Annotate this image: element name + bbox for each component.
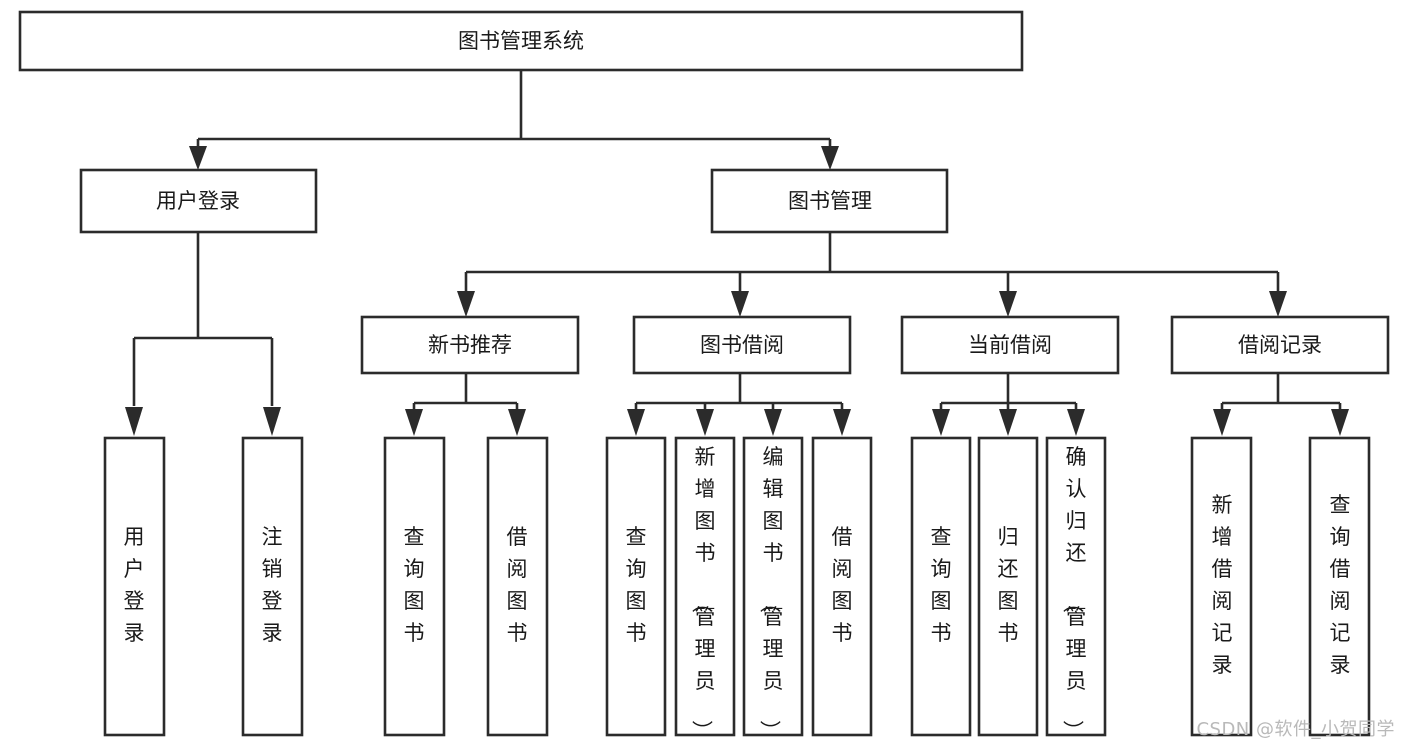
node-user-login-box[interactable] [79, 168, 318, 234]
arrow-head-book-borrow [731, 291, 749, 317]
leaf-borrow-add-book-box[interactable] [674, 436, 736, 737]
arrow-head-borrow-leaf-1 [627, 409, 645, 436]
leaf-borrow-query-book[interactable]: 查询图书 [605, 436, 667, 737]
node-new-book-recommend-box[interactable] [360, 315, 580, 375]
node-borrow-record-box[interactable] [1170, 315, 1390, 375]
csdn-watermark: CSDN @软件_小贺同学 [1196, 719, 1395, 740]
arrow-head-record-leaf-1 [1213, 409, 1231, 436]
leaf-logout-label: 注销登录 [262, 525, 283, 645]
node-user-login-label: 用户登录 [156, 189, 240, 213]
node-new-book-recommend[interactable]: 新书推荐 [360, 315, 580, 375]
leaf-record-query-record-label: 查询借阅记录 [1330, 493, 1351, 677]
arrow-head-borrow-leaf-2 [696, 409, 714, 436]
arrow-head-borrow-record [1269, 291, 1287, 317]
leaf-recommend-query-book-label: 查询图书 [404, 525, 425, 645]
leaf-current-confirm-return-label: 确认归还（管理员） [1061, 445, 1087, 741]
node-book-management-box[interactable] [710, 168, 949, 234]
leaf-current-query-book-box[interactable] [910, 436, 972, 737]
leaf-logout-box[interactable] [241, 436, 304, 737]
leaf-record-add-record-label: 新增借阅记录 [1212, 493, 1233, 677]
leaf-user-login-box[interactable] [103, 436, 166, 737]
leaf-current-confirm-return-box[interactable] [1045, 436, 1107, 737]
leaf-current-confirm-return[interactable]: 确认归还（管理员） [1045, 436, 1107, 741]
leaf-borrow-borrow-book-label: 借阅图书 [832, 525, 853, 645]
leaf-record-add-record-box[interactable] [1190, 436, 1253, 737]
leaf-recommend-borrow-book[interactable]: 借阅图书 [486, 436, 549, 737]
leaf-borrow-borrow-book-box[interactable] [811, 436, 873, 737]
leaf-borrow-query-book-box[interactable] [605, 436, 667, 737]
leaf-current-query-book[interactable]: 查询图书 [910, 436, 972, 737]
arrow-head-current-leaf-2 [999, 409, 1017, 436]
node-new-book-recommend-label: 新书推荐 [428, 333, 512, 357]
arrow-head-borrow-leaf-4 [833, 409, 851, 436]
leaf-borrow-add-book[interactable]: 新增图书（管理员） [674, 436, 736, 741]
leaf-borrow-add-book-label: 新增图书（管理员） [690, 445, 716, 741]
leaf-current-return-book-label: 归还图书 [998, 525, 1019, 645]
leaf-borrow-edit-book[interactable]: 编辑图书（管理员） [742, 436, 804, 741]
node-root-box[interactable] [18, 10, 1024, 72]
leaf-borrow-edit-book-box[interactable] [742, 436, 804, 737]
leaf-user-login-label: 用户登录 [124, 525, 145, 645]
leaf-current-return-book[interactable]: 归还图书 [977, 436, 1039, 737]
leaf-recommend-query-book-box[interactable] [383, 436, 446, 737]
leaf-user-login[interactable]: 用户登录 [103, 436, 166, 737]
arrow-head-book-mgmt [821, 146, 839, 170]
leaf-recommend-query-book[interactable]: 查询图书 [383, 436, 446, 737]
node-book-management-label: 图书管理 [788, 189, 872, 213]
leaf-recommend-borrow-book-box[interactable] [486, 436, 549, 737]
arrow-head-user-login [189, 146, 207, 170]
arrow-head-recommend-leaf-1 [405, 409, 423, 436]
node-current-borrow-box[interactable] [900, 315, 1120, 375]
node-book-borrow-box[interactable] [632, 315, 852, 375]
connector-layer [125, 70, 1349, 436]
leaf-record-query-record-box[interactable] [1308, 436, 1371, 737]
arrow-head-current-leaf-1 [932, 409, 950, 436]
node-root[interactable]: 图书管理系统 [18, 10, 1024, 72]
arrow-head-new-book-recommend [457, 291, 475, 317]
arrow-head-current-borrow [999, 291, 1017, 317]
node-borrow-record-label: 借阅记录 [1238, 333, 1322, 357]
leaf-current-query-book-label: 查询图书 [931, 525, 952, 645]
arrow-head-recommend-leaf-2 [508, 409, 526, 436]
node-user-login[interactable]: 用户登录 [79, 168, 318, 234]
node-borrow-record[interactable]: 借阅记录 [1170, 315, 1390, 375]
leaf-recommend-borrow-book-label: 借阅图书 [507, 525, 528, 645]
arrow-head-leaf-user-login [125, 407, 143, 436]
arrow-head-record-leaf-2 [1331, 409, 1349, 436]
leaf-borrow-query-book-label: 查询图书 [626, 525, 647, 645]
node-root-label: 图书管理系统 [458, 29, 584, 53]
node-current-borrow[interactable]: 当前借阅 [900, 315, 1120, 375]
arrow-head-current-leaf-3 [1067, 409, 1085, 436]
node-current-borrow-label: 当前借阅 [968, 333, 1052, 357]
node-book-management[interactable]: 图书管理 [710, 168, 949, 234]
leaf-record-add-record[interactable]: 新增借阅记录 [1190, 436, 1253, 737]
leaf-borrow-borrow-book[interactable]: 借阅图书 [811, 436, 873, 737]
leaf-borrow-edit-book-label: 编辑图书（管理员） [758, 445, 784, 741]
leaf-record-query-record[interactable]: 查询借阅记录 [1308, 436, 1371, 737]
leaf-current-return-book-box[interactable] [977, 436, 1039, 737]
arrow-head-leaf-logout [263, 407, 281, 436]
arrow-head-borrow-leaf-3 [764, 409, 782, 436]
leaf-logout[interactable]: 注销登录 [241, 436, 304, 737]
node-book-borrow-label: 图书借阅 [700, 333, 784, 357]
node-book-borrow[interactable]: 图书借阅 [632, 315, 852, 375]
